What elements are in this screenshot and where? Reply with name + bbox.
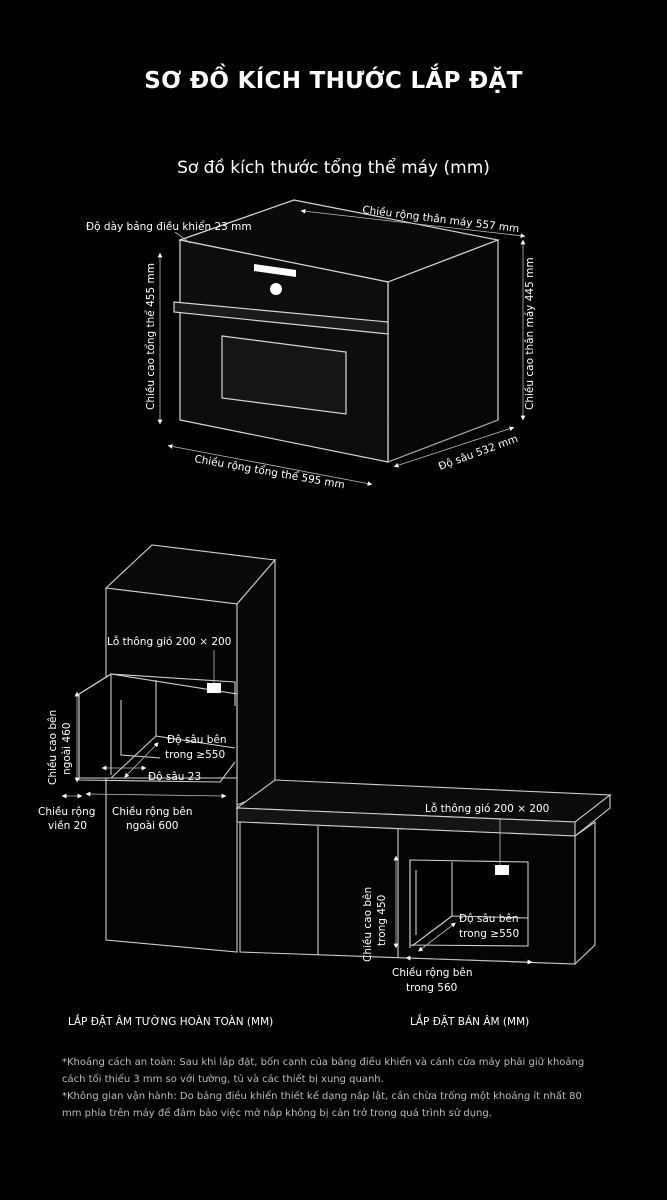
full-builtin-dimension-lines: [61, 650, 227, 799]
label-full-vent: Lỗ thông gió 200 × 200: [107, 635, 231, 648]
installation-diagram: Độ dày bảng điều khiển 23 mm Chiều rộng …: [38, 199, 612, 994]
note-safety-distance: *Khoảng cách an toàn: Sau khi lắp đặt, b…: [62, 1057, 585, 1085]
semi-builtin-dimension-lines: [393, 818, 533, 965]
label-semi-inner-depth-2: trong ≥550: [459, 928, 519, 940]
full-builtin-drawing: [78, 544, 277, 953]
label-body-height: Chiều cao thân máy 445 mm: [524, 257, 536, 410]
label-full-border-width-1: Chiều rộng: [38, 806, 95, 818]
label-full-outer-height-2: ngoài 460: [61, 723, 73, 775]
label-full-outer-height-1: Chiều cao bên: [47, 710, 59, 785]
label-semi-inner-height-1: Chiều cao bên: [362, 887, 374, 962]
label-semi-inner-width-2: trong 560: [406, 982, 457, 994]
page-subtitle: Sơ đồ kích thước tổng thể máy (mm): [177, 158, 490, 178]
label-full-depth: Độ sâu 23: [148, 771, 201, 783]
installation-notes: *Khoảng cách an toàn: Sau khi lắp đặt, b…: [62, 1054, 602, 1122]
label-overall-width: Chiều rộng tổng thể 595 mm: [193, 452, 345, 491]
label-semi-inner-depth-1: Độ sâu bên: [459, 913, 519, 925]
label-semi-inner-height-2: trong 450: [376, 895, 388, 946]
page-title: SƠ ĐỒ KÍCH THƯỚC LẮP ĐẶT: [144, 68, 523, 94]
full-builtin-caption: LẮP ĐẶT ÂM TƯỜNG HOÀN TOÀN (MM): [68, 1016, 274, 1028]
label-semi-vent: Lỗ thông gió 200 × 200: [425, 802, 549, 815]
label-semi-inner-width-1: Chiều rộng bên: [392, 967, 473, 979]
semi-builtin-drawing: [235, 779, 612, 965]
oven-dimension-lines: [157, 208, 526, 486]
label-full-outer-width-1: Chiều rộng bên: [112, 806, 193, 818]
label-full-outer-width-2: ngoài 600: [126, 820, 178, 832]
label-panel-thickness: Độ dày bảng điều khiển 23 mm: [86, 220, 252, 233]
label-full-inner-depth-1: Độ sâu bên: [167, 734, 227, 746]
label-full-border-width-2: viền 20: [48, 820, 87, 832]
label-full-inner-depth-2: trong ≥550: [165, 749, 225, 761]
label-overall-height: Chiều cao tổng thể 455 mm: [144, 263, 157, 410]
oven-drawing: [173, 199, 501, 463]
semi-builtin-caption: LẮP ĐẶT BÁN ÂM (MM): [410, 1016, 530, 1028]
note-operating-space: *Không gian vận hành: Do bảng điều khiển…: [62, 1091, 582, 1119]
